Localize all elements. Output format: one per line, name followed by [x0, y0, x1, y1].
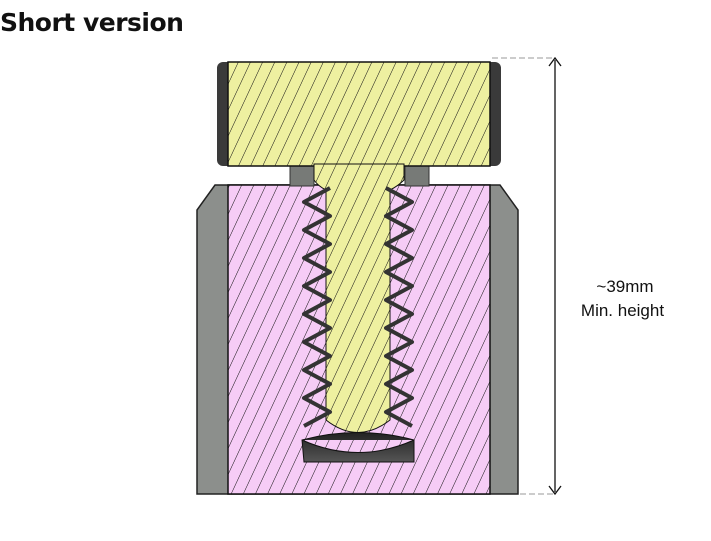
dimension-value: ~39mm — [596, 277, 654, 296]
spring-cup — [301, 432, 415, 463]
screw-stem — [301, 163, 415, 463]
thread-left — [302, 186, 332, 428]
neck-right — [404, 164, 430, 187]
page-title: Short version — [0, 8, 184, 37]
knob — [217, 61, 501, 167]
neck-left — [289, 164, 315, 187]
height-dimension — [492, 56, 562, 496]
thread-right — [384, 186, 414, 428]
dimension-label: Min. height — [580, 301, 665, 320]
